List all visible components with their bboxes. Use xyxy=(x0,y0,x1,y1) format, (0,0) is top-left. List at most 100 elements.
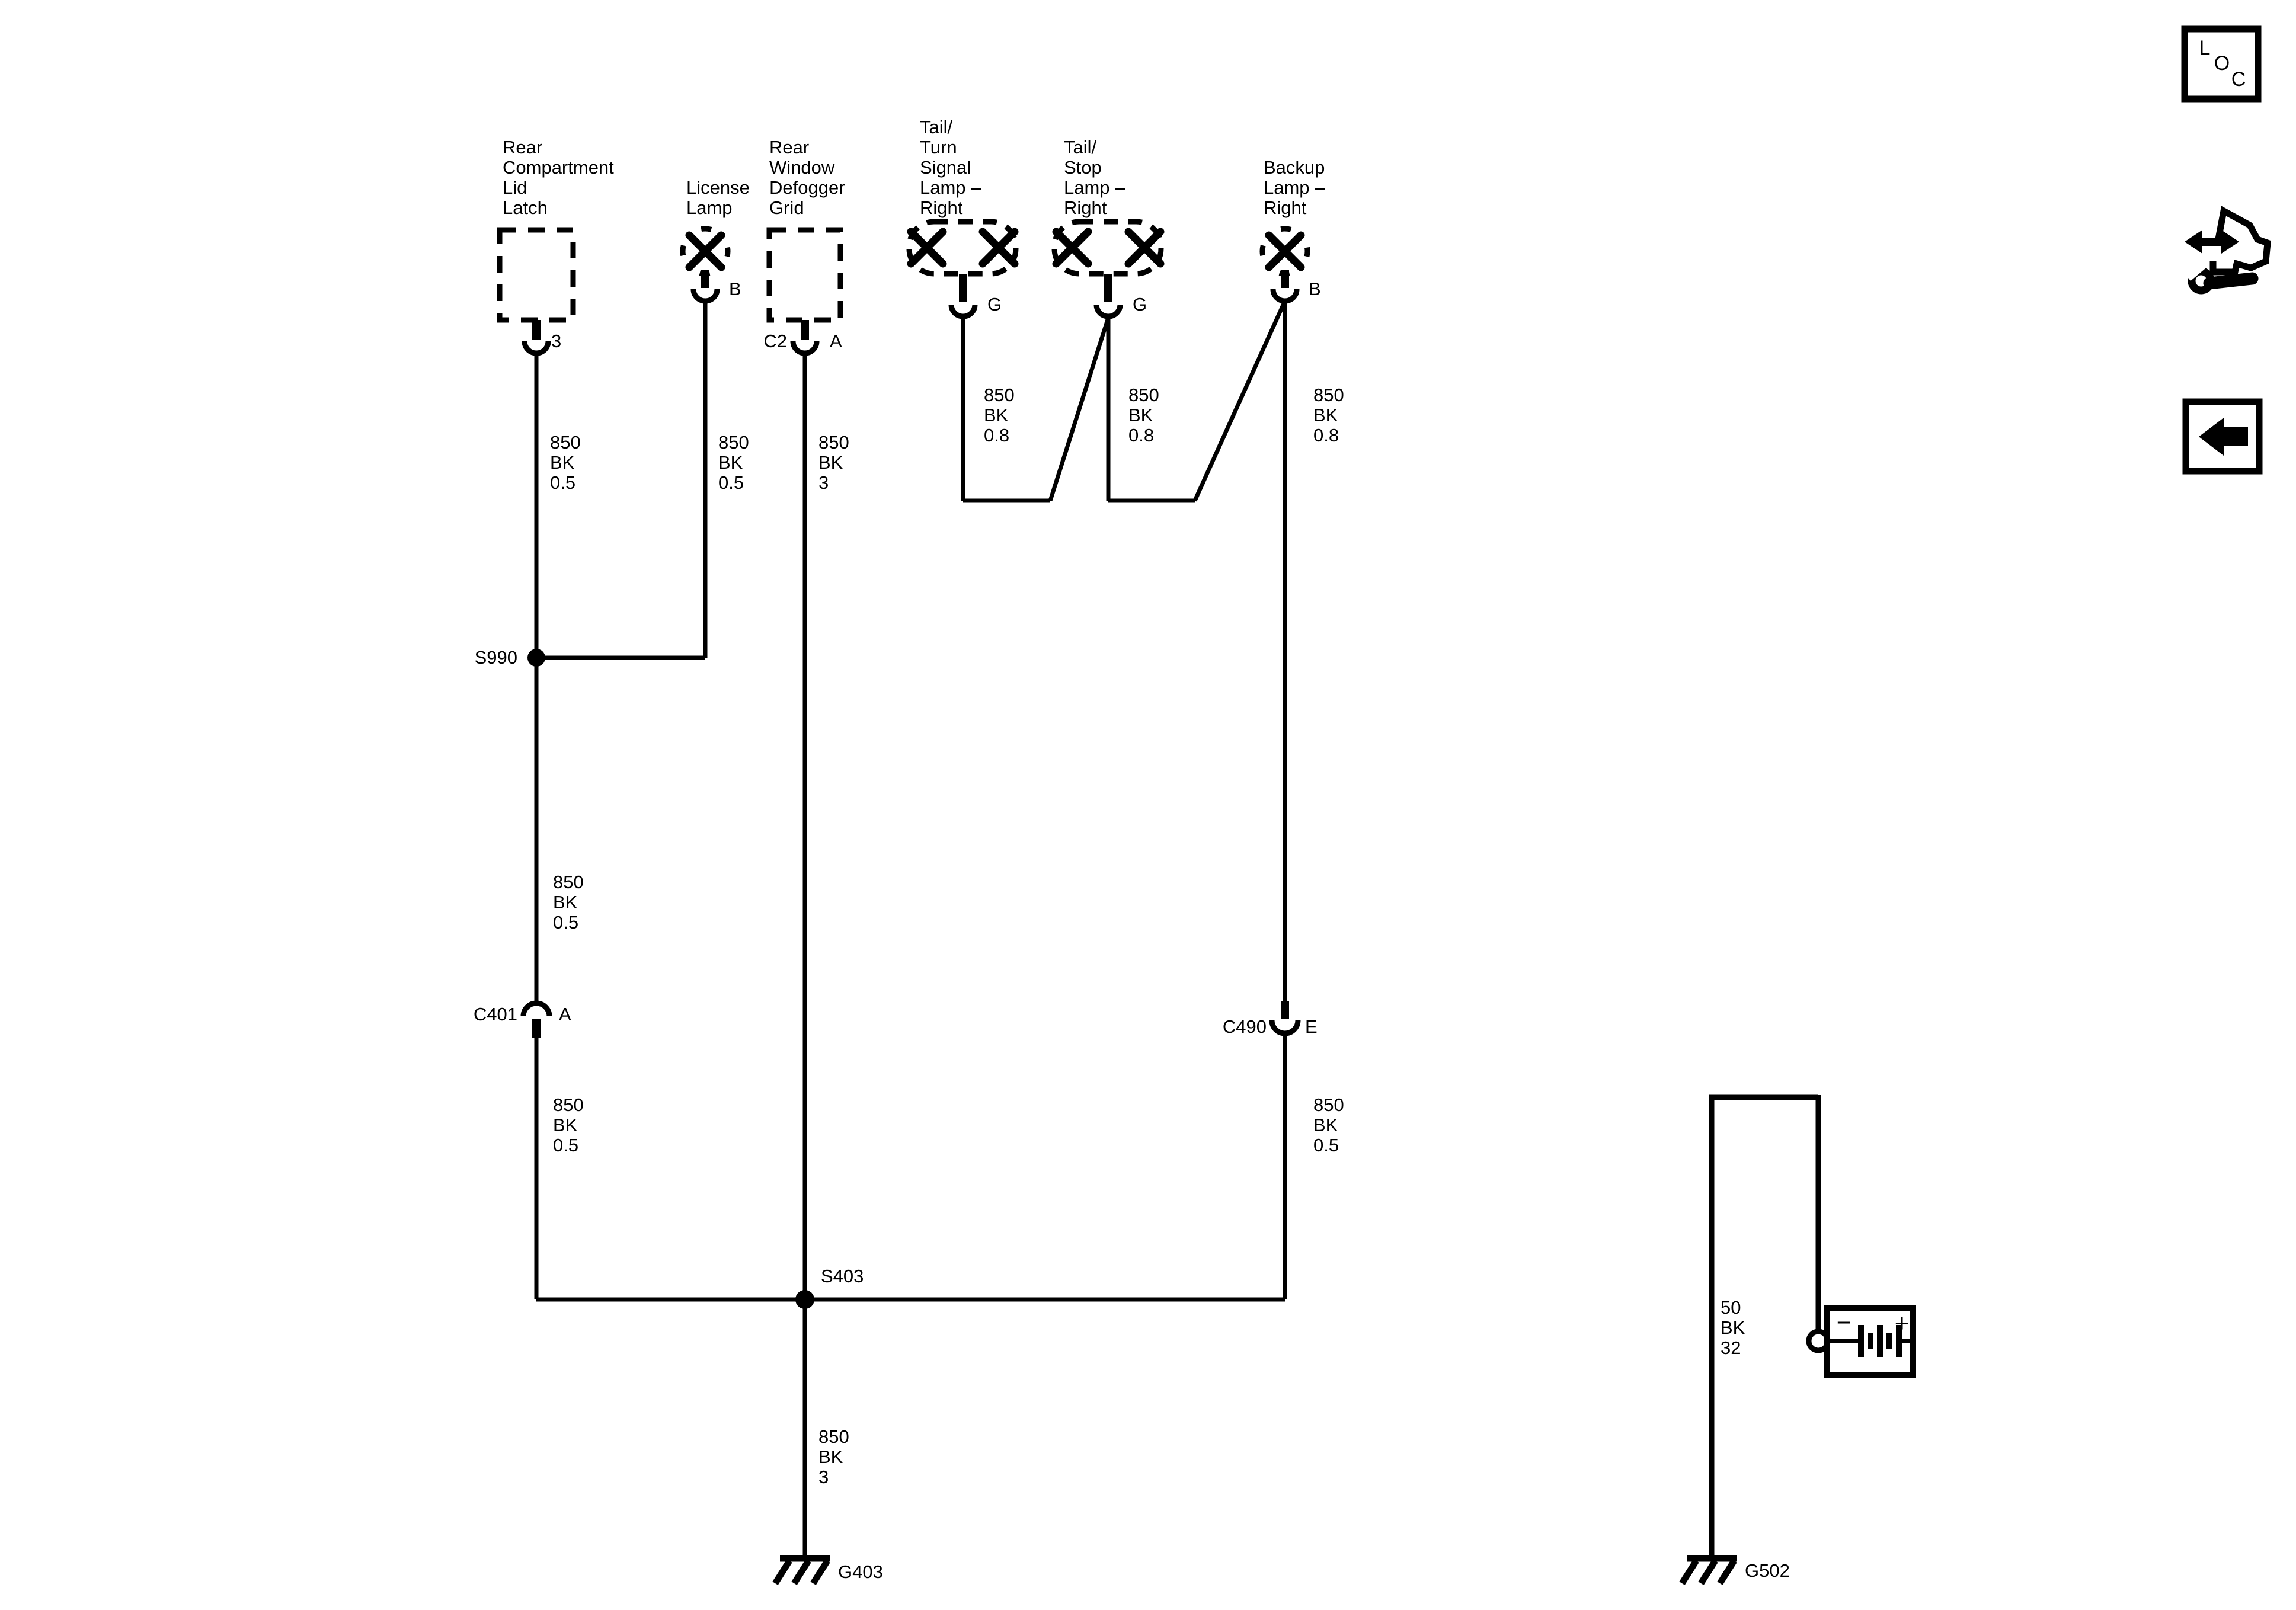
label-line: Rear xyxy=(503,137,543,158)
label-line: 850 xyxy=(550,432,581,453)
label-line: 0.5 xyxy=(553,1135,579,1156)
loc-letter-o: O xyxy=(2214,52,2230,75)
label-line: BK xyxy=(818,452,843,473)
label-line: Right xyxy=(920,197,963,218)
turn-pin-terminal xyxy=(948,274,978,319)
label-line: Compartment xyxy=(503,157,614,178)
back-arrow-icon xyxy=(2199,418,2248,456)
battery-icon: − + xyxy=(1824,1305,1916,1378)
tail-stop-lamp2-icon xyxy=(1124,228,1165,268)
label-line: 850 xyxy=(984,385,1015,405)
loc-letter-l: L xyxy=(2199,37,2211,59)
latch-pin-label: 3 xyxy=(551,331,562,351)
defogger-connector-label: C2 xyxy=(763,331,787,351)
label-line: 850 xyxy=(1313,1094,1344,1115)
battery-minus-label: − xyxy=(1837,1308,1851,1336)
wire-stop-to-backup-diagonal xyxy=(1192,300,1287,502)
s990-splice-dot xyxy=(527,649,545,667)
label-line: Window xyxy=(769,157,835,178)
tail-turn-signal-lamp-box xyxy=(906,219,1019,277)
latch-pin-terminal xyxy=(522,320,551,356)
backup-lamp-icon xyxy=(1259,226,1310,277)
label-line: BK xyxy=(553,892,578,913)
defogger-pin-terminal xyxy=(790,320,820,356)
label-line: Right xyxy=(1264,197,1307,218)
back-button[interactable] xyxy=(2182,398,2263,475)
c401-connector-symbol xyxy=(520,1000,552,1038)
s403-splice-label: S403 xyxy=(821,1266,864,1286)
stop-pin-terminal xyxy=(1093,274,1123,319)
label-line: Signal xyxy=(920,157,971,178)
label-line: 0.8 xyxy=(1313,425,1339,446)
label-line: 32 xyxy=(1721,1337,1741,1358)
battery-plus-label: + xyxy=(1895,1309,1910,1337)
label-line: Grid xyxy=(769,197,804,218)
label-line: BK xyxy=(1313,405,1338,425)
wrench-icon xyxy=(2183,260,2259,295)
c401-connector-label: C401 xyxy=(473,1004,517,1025)
s403-splice-dot xyxy=(795,1290,814,1309)
rear-window-defogger-grid-box xyxy=(766,227,843,323)
label-line: Tail/ xyxy=(920,117,953,137)
label-line: BK xyxy=(1128,405,1153,425)
g502-ground-label: G502 xyxy=(1745,1560,1790,1581)
loc-button[interactable]: L O C xyxy=(2181,25,2262,103)
label-line: Stop xyxy=(1064,157,1102,178)
c401-pin-label: A xyxy=(559,1004,571,1025)
label-line: 850 xyxy=(818,1426,849,1447)
defogger-pin-label: A xyxy=(830,331,842,351)
panel-outline-icon xyxy=(2209,206,2271,276)
c490-connector-symbol xyxy=(1269,1001,1301,1036)
tail-stop-lamp1-icon xyxy=(1052,228,1092,268)
label-line: Latch xyxy=(503,197,548,218)
label-line: 3 xyxy=(818,1467,829,1487)
license-pin-terminal xyxy=(690,270,720,304)
label-line: Backup xyxy=(1264,157,1325,178)
label-line: 850 xyxy=(818,432,849,453)
label-line: 850 xyxy=(553,872,584,892)
turn-pin-label: G xyxy=(987,294,1002,315)
stop-pin-label: G xyxy=(1133,294,1147,315)
label-line: 850 xyxy=(718,432,749,453)
label-line: Defogger xyxy=(769,177,845,198)
backup-pin-label: B xyxy=(1309,279,1321,299)
label-line: 0.5 xyxy=(550,472,576,493)
s990-splice-label: S990 xyxy=(474,647,517,668)
label-line: 0.5 xyxy=(1313,1135,1339,1156)
label-line: 0.5 xyxy=(718,472,744,493)
label-line: 0.8 xyxy=(1128,425,1155,446)
label-line: Right xyxy=(1064,197,1107,218)
label-line: Rear xyxy=(769,137,810,158)
license-pin-label: B xyxy=(729,279,741,299)
wire-turn-to-stop-diagonal xyxy=(1048,316,1111,502)
label-line: BK xyxy=(818,1446,843,1467)
label-line: BK xyxy=(1721,1317,1745,1338)
c490-pin-label: E xyxy=(1305,1016,1318,1037)
label-line: Lamp – xyxy=(1064,177,1125,198)
rear-compartment-lid-latch-box xyxy=(497,227,576,323)
backup-pin-terminal xyxy=(1270,270,1300,304)
label-line: 0.5 xyxy=(553,912,579,933)
license-lamp-icon xyxy=(680,226,731,277)
g403-ground-label: G403 xyxy=(838,1561,883,1582)
label-line: 850 xyxy=(553,1094,584,1115)
repair-instructions-button[interactable] xyxy=(2183,206,2271,295)
label-line: BK xyxy=(550,452,575,473)
label-line: 50 xyxy=(1721,1297,1741,1318)
